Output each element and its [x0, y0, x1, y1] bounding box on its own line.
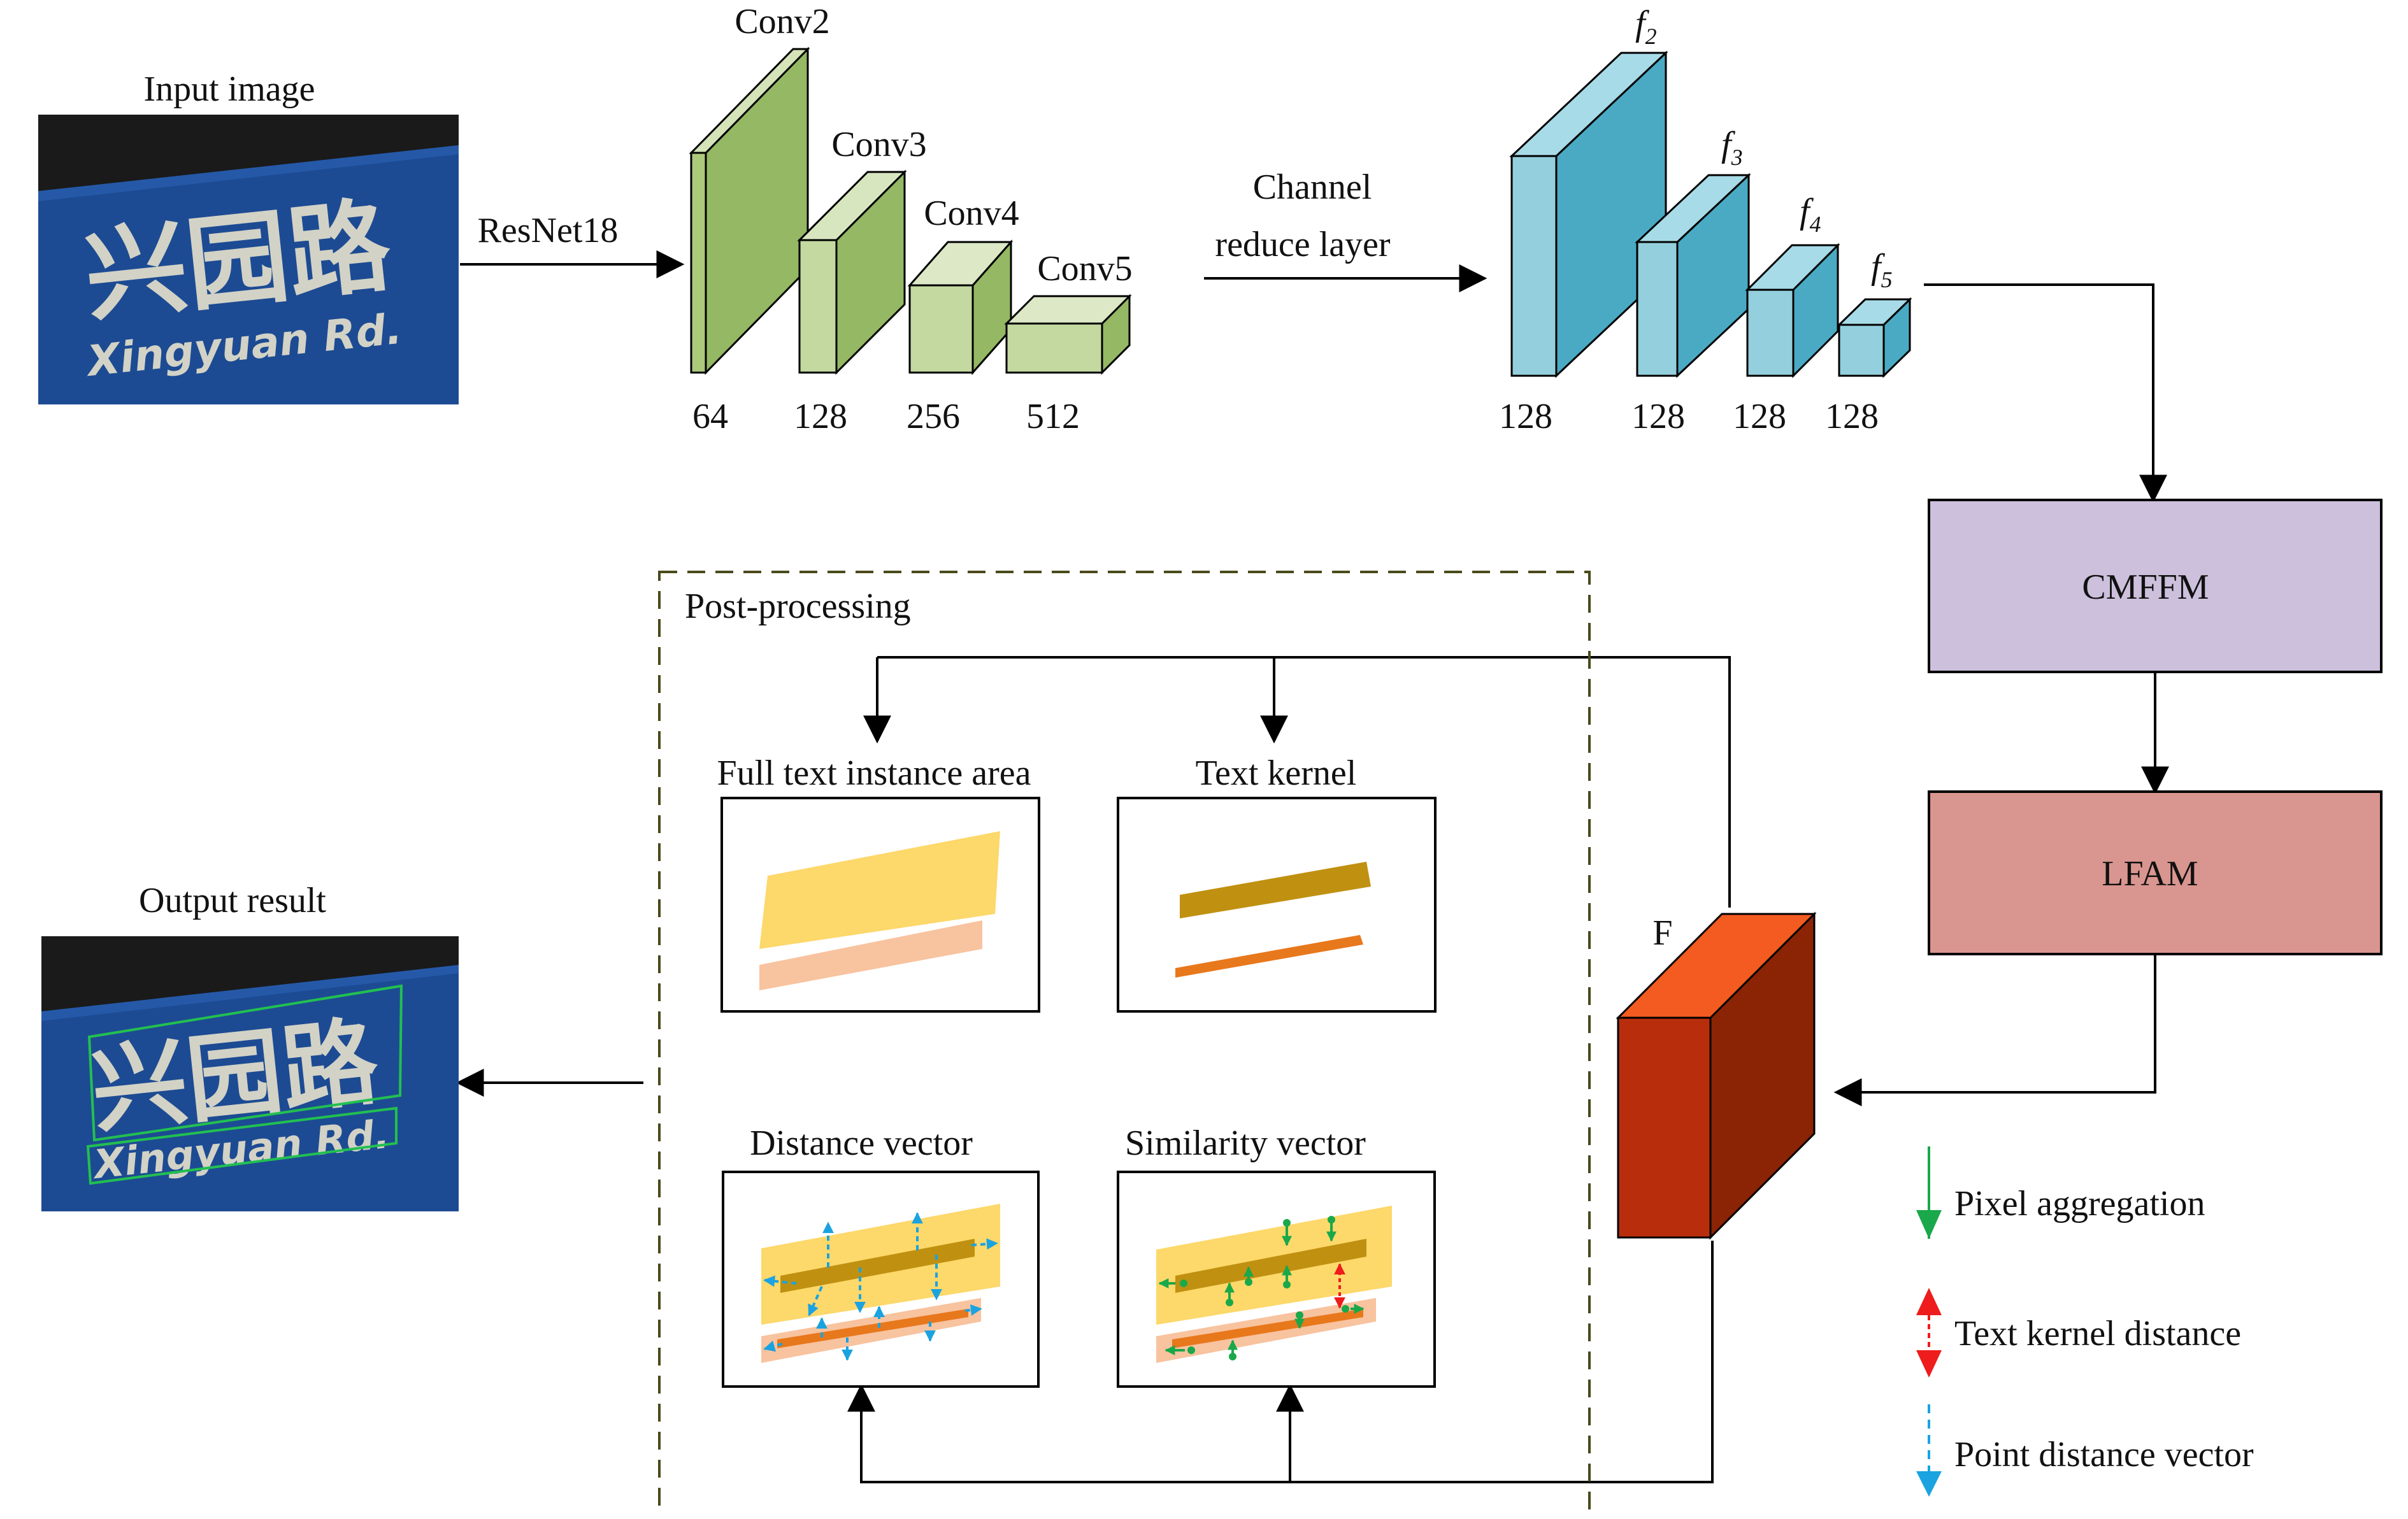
features-to-cmffm-arrow [1924, 283, 2167, 503]
legend: Pixel aggregation Text kernel distance P… [1916, 1146, 2254, 1497]
f3-block [1635, 173, 1751, 378]
full-text-area-panel [720, 797, 1040, 1013]
lfam-label: LFAM [2102, 854, 2198, 894]
fused-feature-label: F [1652, 913, 1672, 953]
conv5-block [1004, 294, 1132, 375]
detection-box-english [86, 1106, 398, 1185]
f3-channels: 128 [1631, 397, 1685, 436]
legend-point-distance-vector: Point distance vector [1916, 1404, 2254, 1497]
distance-vector-panel [722, 1171, 1040, 1388]
f3-label: f3 [1721, 125, 1743, 170]
text-kernel-panel [1117, 797, 1437, 1013]
input-image-title: Input image [143, 69, 315, 109]
legend-text-kernel-distance: Text kernel distance [1916, 1288, 2241, 1378]
conv2-block [689, 46, 810, 375]
legend-pixel-aggregation: Pixel aggregation [1916, 1146, 2205, 1239]
f4-label: f4 [1800, 192, 1821, 237]
channel-reduce-line1: Channel [1253, 168, 1372, 207]
conv3-label: Conv3 [831, 125, 926, 164]
conv4-label: Conv4 [924, 194, 1019, 233]
resnet-label: ResNet18 [478, 211, 619, 250]
f5-channels: 128 [1825, 397, 1879, 436]
fused-feature-block: F [1616, 911, 1817, 1240]
f-to-bottom-panels-arrow [847, 1241, 1714, 1483]
legend-point-distance-label: Point distance vector [1954, 1435, 2254, 1474]
conv3-channels: 128 [794, 397, 847, 436]
f5-label: f5 [1871, 247, 1893, 292]
similarity-vector-title: Similarity vector [1125, 1123, 1366, 1163]
post-processing-group: Post-processing Full text instance area … [658, 571, 1591, 1519]
conv2-channels: 64 [692, 397, 728, 436]
f2-channels: 128 [1499, 397, 1552, 436]
legend-pixel-label: Pixel aggregation [1954, 1184, 2205, 1223]
conv5-channels: 512 [1026, 397, 1080, 436]
post-processing-title: Post-processing [685, 587, 911, 626]
feature-blocks: f2 f3 f4 f5 128 128 128 128 [1499, 4, 1912, 436]
conv4-block [907, 239, 1014, 375]
similarity-vector-panel [1117, 1171, 1436, 1388]
lfam-module: LFAM [1928, 790, 2383, 955]
conv2-label: Conv2 [735, 2, 829, 41]
resnet-arrow: ResNet18 [460, 211, 685, 278]
output-image-title: Output result [139, 881, 326, 920]
conv5-label: Conv5 [1037, 249, 1132, 289]
backbone-blocks: Conv2 Conv3 Conv4 Conv5 64 128 256 512 [689, 2, 1133, 436]
cmffm-module: CMFFM [1928, 499, 2383, 673]
lfam-to-f-arrow [1833, 954, 2156, 1106]
conv4-channels: 256 [907, 397, 960, 436]
cmffm-label: CMFFM [2082, 567, 2209, 607]
legend-kernel-distance-label: Text kernel distance [1954, 1314, 2241, 1353]
conv3-block [797, 169, 907, 375]
f2-label: f2 [1635, 4, 1657, 49]
channel-reduce-arrow: Channel reduce layer [1204, 168, 1487, 292]
text-kernel-title: Text kernel [1196, 753, 1357, 793]
distance-vector-title: Distance vector [750, 1123, 973, 1163]
full-text-area-title: Full text instance area [717, 753, 1031, 793]
detection-box-chinese [87, 984, 403, 1142]
f-to-top-panels-arrow [877, 656, 1731, 908]
output-image: Output result 兴园路 Xingyuan Rd. [41, 881, 459, 1211]
f4-channels: 128 [1733, 397, 1786, 436]
input-image: Input image 兴园路 Xingyuan Rd. [38, 69, 459, 404]
f5-block [1837, 297, 1912, 378]
f4-block [1745, 243, 1840, 378]
channel-reduce-line2: reduce layer [1215, 225, 1390, 264]
